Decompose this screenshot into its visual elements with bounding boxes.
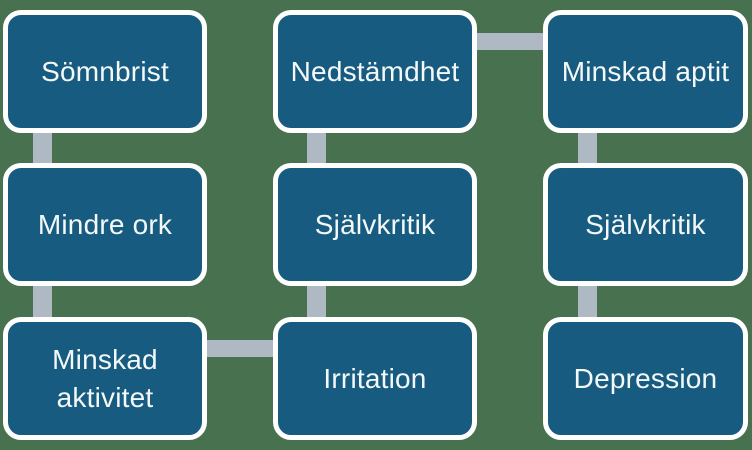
diagram-box-sjalvkritik-hoger: Självkritik [543, 163, 748, 286]
diagram-box-mindre-ork: Mindre ork [3, 163, 207, 286]
box-label: Minskad aptit [561, 55, 730, 87]
box-label: Självkritik [314, 208, 436, 240]
box-label: Minskad aktivitet [52, 343, 158, 413]
diagram-box-depression: Depression [543, 317, 748, 440]
box-label: Nedstämdhet [290, 55, 460, 87]
diagram-box-somnbrist: Sömnbrist [3, 10, 207, 133]
diagram-box-minskad-aptit: Minskad aptit [543, 10, 748, 133]
diagram-box-minskad-aktivitet: Minskad aktivitet [3, 317, 207, 440]
box-label: Mindre ork [37, 208, 173, 240]
box-label: Sömnbrist [41, 55, 169, 87]
box-label: Irritation [323, 362, 427, 394]
diagram-box-sjalvkritik-mitt: Självkritik [273, 163, 477, 286]
diagram-box-nedstamdhet: Nedstämdhet [273, 10, 477, 133]
diagram-box-irritation: Irritation [273, 317, 477, 440]
box-label: Självkritik [585, 208, 706, 240]
box-label: Depression [573, 362, 718, 394]
